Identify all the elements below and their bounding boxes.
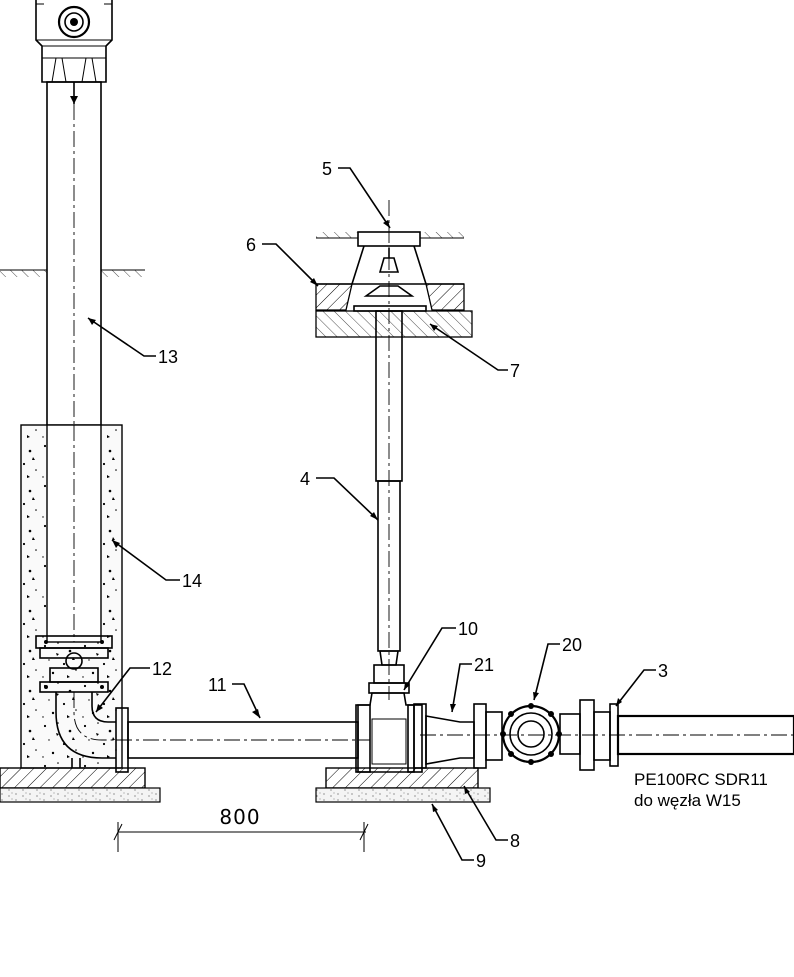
leaders — [87, 167, 656, 861]
reducer-fitting — [413, 703, 503, 769]
label-3: 3 — [658, 661, 668, 681]
callout-numbers: 13 14 12 11 5 6 7 4 10 21 20 3 8 9 — [152, 159, 668, 871]
pe-pipe-outlet — [420, 703, 794, 767]
pipe-note-line2: do węzła W15 — [634, 791, 741, 810]
street-box-assembly — [315, 200, 473, 773]
horizontal-pipe — [116, 721, 370, 759]
dimension-value: 800 — [219, 805, 260, 829]
label-5: 5 — [322, 159, 332, 179]
ground-line-left — [0, 269, 145, 277]
pipe-note: PE100RC SDR11 do węzła W15 — [634, 770, 768, 810]
foundation-center — [315, 767, 491, 803]
label-13: 13 — [158, 347, 178, 367]
dimension-800: 800 — [113, 805, 369, 852]
label-21: 21 — [474, 655, 494, 675]
tee-fitting — [500, 699, 595, 771]
label-9: 9 — [476, 851, 486, 871]
foundation-left — [0, 767, 161, 803]
label-14: 14 — [182, 571, 202, 591]
label-8: 8 — [510, 831, 520, 851]
label-20: 20 — [562, 635, 582, 655]
label-7: 7 — [510, 361, 520, 381]
label-6: 6 — [246, 235, 256, 255]
concrete-casing — [20, 424, 123, 769]
label-12: 12 — [152, 659, 172, 679]
label-11: 11 — [208, 675, 227, 695]
label-10: 10 — [458, 619, 478, 639]
label-4: 4 — [300, 469, 310, 489]
pipe-note-line1: PE100RC SDR11 — [634, 770, 768, 789]
